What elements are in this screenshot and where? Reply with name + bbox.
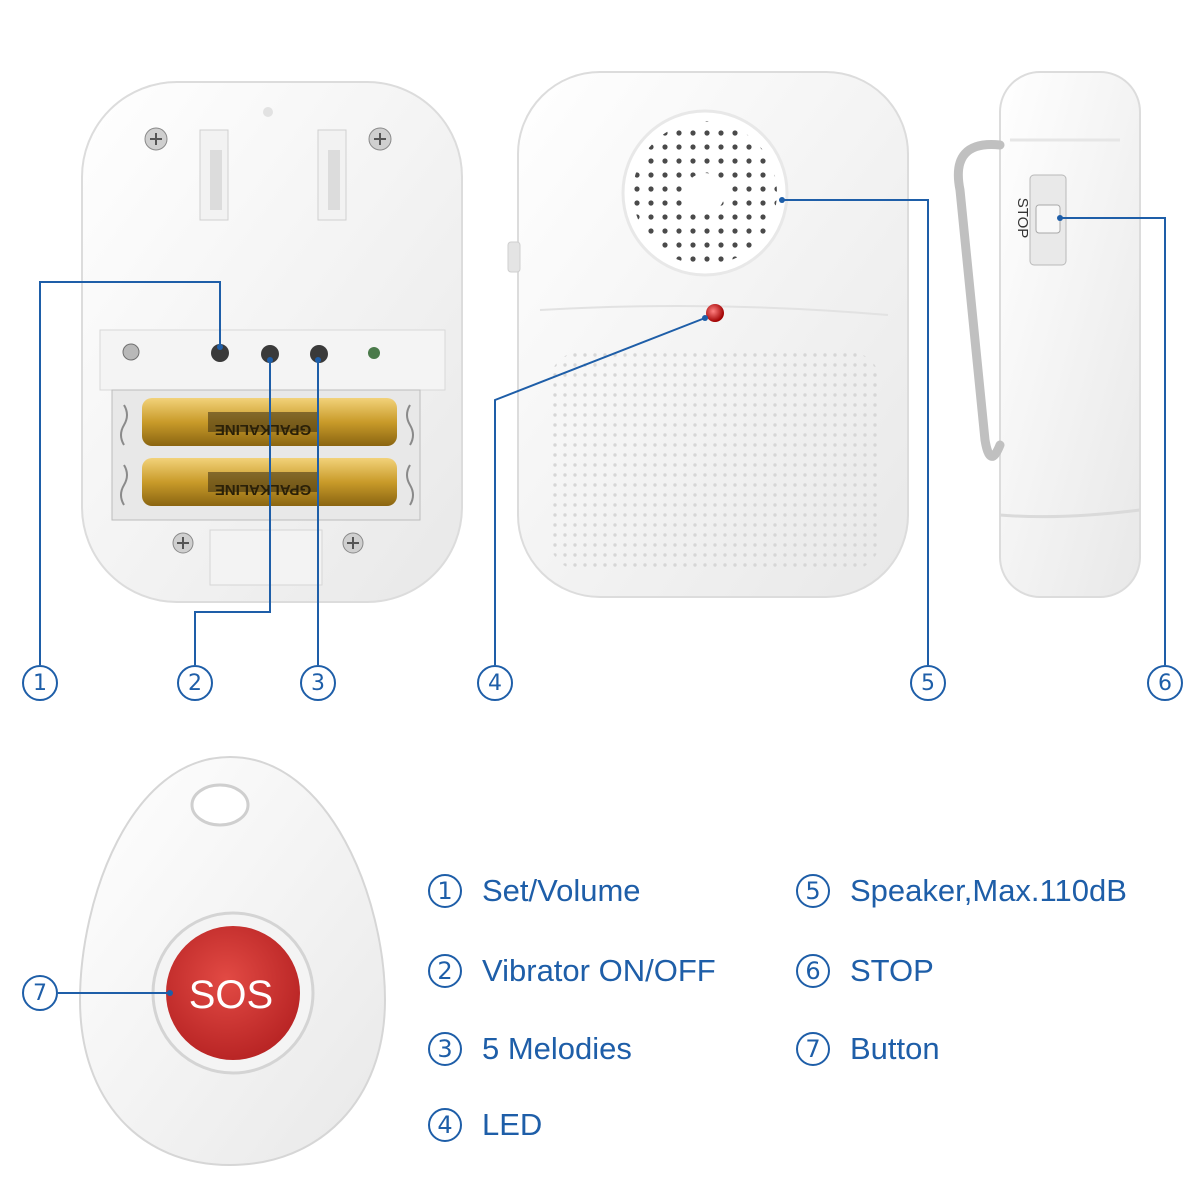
legend: 1 Set/Volume 2 Vibrator ON/OFF 3 5 Melod… bbox=[428, 866, 1200, 1166]
legend-text: 5 Melodies bbox=[482, 1031, 632, 1066]
legend-number: 4 bbox=[428, 1108, 462, 1142]
callout-1: 1 bbox=[22, 665, 58, 701]
legend-number: 6 bbox=[796, 954, 830, 988]
legend-number: 7 bbox=[796, 1032, 830, 1066]
legend-item-led: 4 LED bbox=[428, 1100, 542, 1150]
callout-6: 6 bbox=[1147, 665, 1183, 701]
legend-text: Speaker,Max.110dB bbox=[850, 873, 1127, 908]
receiver-front bbox=[507, 71, 909, 598]
legend-number: 1 bbox=[428, 874, 462, 908]
legend-text: STOP bbox=[850, 953, 934, 988]
legend-text: Set/Volume bbox=[482, 873, 641, 908]
pager-side bbox=[953, 71, 1141, 598]
callout-7: 7 bbox=[22, 975, 58, 1011]
leader-dots bbox=[167, 197, 1063, 996]
battery-brand-label: GPALKALINE bbox=[215, 421, 311, 438]
legend-number: 2 bbox=[428, 954, 462, 988]
callout-3: 3 bbox=[300, 665, 336, 701]
callout-4: 4 bbox=[477, 665, 513, 701]
sos-pendant bbox=[78, 755, 387, 1167]
callout-2: 2 bbox=[177, 665, 213, 701]
legend-text: Vibrator ON/OFF bbox=[482, 953, 716, 988]
legend-item-stop: 6 STOP bbox=[796, 946, 934, 996]
legend-item-vibrator: 2 Vibrator ON/OFF bbox=[428, 946, 716, 996]
leader-lines bbox=[39, 199, 1166, 994]
sos-button-label: SOS bbox=[189, 973, 273, 1017]
battery-brand-label: GPALKALINE bbox=[215, 481, 311, 498]
legend-number: 5 bbox=[796, 874, 830, 908]
callout-5: 5 bbox=[910, 665, 946, 701]
legend-item-speaker: 5 Speaker,Max.110dB bbox=[796, 866, 1127, 916]
legend-number: 3 bbox=[428, 1032, 462, 1066]
legend-text: LED bbox=[482, 1107, 543, 1142]
legend-item-button: 7 Button bbox=[796, 1024, 940, 1074]
legend-text: Button bbox=[850, 1031, 940, 1066]
receiver-back bbox=[81, 81, 463, 603]
stop-switch-label: STOP bbox=[1014, 198, 1031, 239]
legend-item-set-volume: 1 Set/Volume bbox=[428, 866, 641, 916]
legend-item-melodies: 3 5 Melodies bbox=[428, 1024, 632, 1074]
